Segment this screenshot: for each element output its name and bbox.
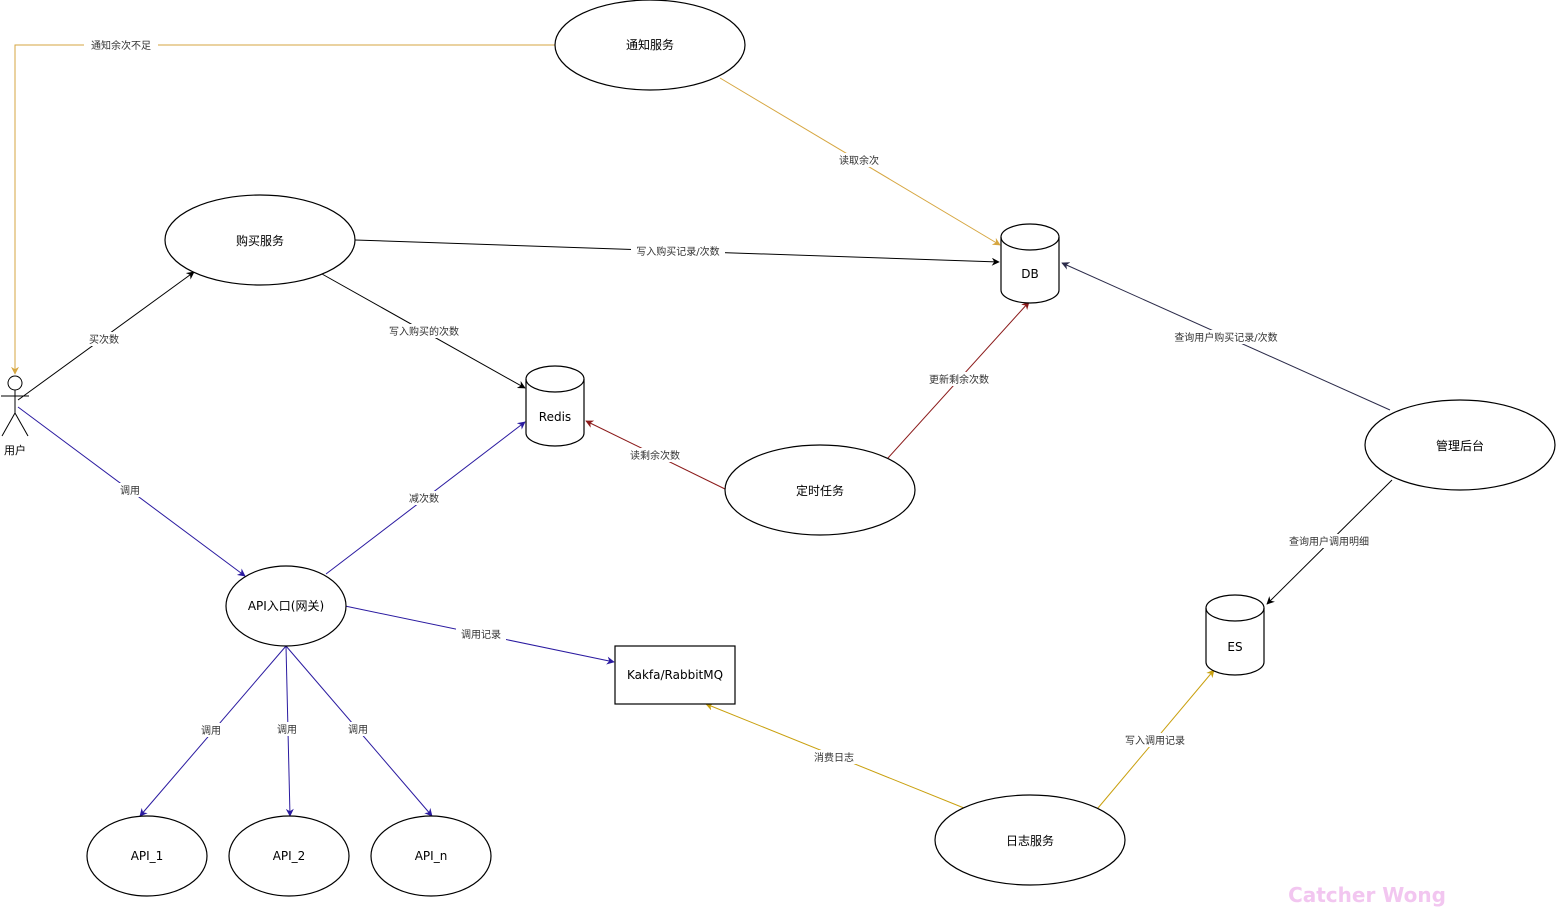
edge-label-gateway-api-n: 调用 [348, 724, 368, 736]
edge-label-gateway-redis: 减次数 [409, 492, 439, 505]
edge-label-cron-redis: 读剩余次数 [630, 449, 680, 462]
node-es-label: ES [1227, 640, 1242, 654]
edge-label-buy-redis: 写入购买的次数 [389, 325, 459, 338]
node-redis[interactable]: Redis [525, 365, 585, 447]
edge-label-admin-db: 查询用户购买记录/次数 [1174, 331, 1277, 344]
node-admin-console-label: 管理后台 [1436, 438, 1484, 453]
node-api-n[interactable]: API_n [370, 815, 492, 897]
edge-label-gateway-mq: 调用记录 [461, 629, 501, 641]
watermark: Catcher Wong [1288, 883, 1446, 907]
node-api-1[interactable]: API_1 [86, 815, 208, 897]
node-db[interactable]: DB [1000, 223, 1060, 304]
user-icon [1, 375, 29, 437]
edge-label-notify-db: 读取余次 [839, 154, 879, 167]
node-es[interactable]: ES [1205, 594, 1265, 676]
edge-label-gateway-api-2: 调用 [277, 724, 297, 736]
node-buy-service-label: 购买服务 [236, 233, 284, 248]
edge-label-user-buy: 买次数 [89, 333, 119, 346]
node-admin-console[interactable]: 管理后台 [1364, 399, 1556, 491]
node-mq-label: Kakfa/RabbitMQ [627, 668, 723, 682]
node-db-label: DB [1021, 267, 1038, 281]
edge-label-log-es: 写入调用记录 [1125, 735, 1185, 747]
edge-label-cron-db: 更新剩余次数 [929, 373, 989, 386]
node-api-1-label: API_1 [131, 849, 164, 863]
node-notify-service[interactable]: 通知服务 [554, 0, 746, 91]
node-redis-label: Redis [539, 410, 571, 424]
node-mq[interactable]: Kakfa/RabbitMQ [614, 645, 736, 705]
actor-user[interactable]: 用户 [1, 375, 29, 457]
node-api-2[interactable]: API_2 [228, 815, 350, 897]
edge-label-notify-user: 通知余次不足 [91, 39, 151, 52]
edge-label-user-gateway: 调用 [120, 485, 140, 497]
actor-user-label: 用户 [4, 443, 26, 457]
node-api-2-label: API_2 [273, 849, 306, 863]
edge-label-buy-db: 写入购买记录/次数 [636, 245, 719, 258]
node-notify-service-label: 通知服务 [626, 37, 674, 52]
edge-notify-user [11, 44, 555, 375]
node-buy-service[interactable]: 购买服务 [164, 194, 356, 286]
edge-label-log-mq: 消费日志 [814, 751, 854, 764]
node-gateway[interactable]: API入口(网关) [225, 565, 347, 647]
node-cron-task[interactable]: 定时任务 [724, 444, 916, 536]
node-api-n-label: API_n [415, 849, 448, 863]
edge-label-admin-es: 查询用户调用明细 [1289, 535, 1369, 548]
node-cron-task-label: 定时任务 [796, 483, 844, 498]
node-gateway-label: API入口(网关) [248, 599, 324, 613]
edge-label-gateway-api-1: 调用 [201, 725, 221, 737]
node-log-service-label: 日志服务 [1006, 833, 1054, 848]
node-log-service[interactable]: 日志服务 [934, 794, 1126, 886]
